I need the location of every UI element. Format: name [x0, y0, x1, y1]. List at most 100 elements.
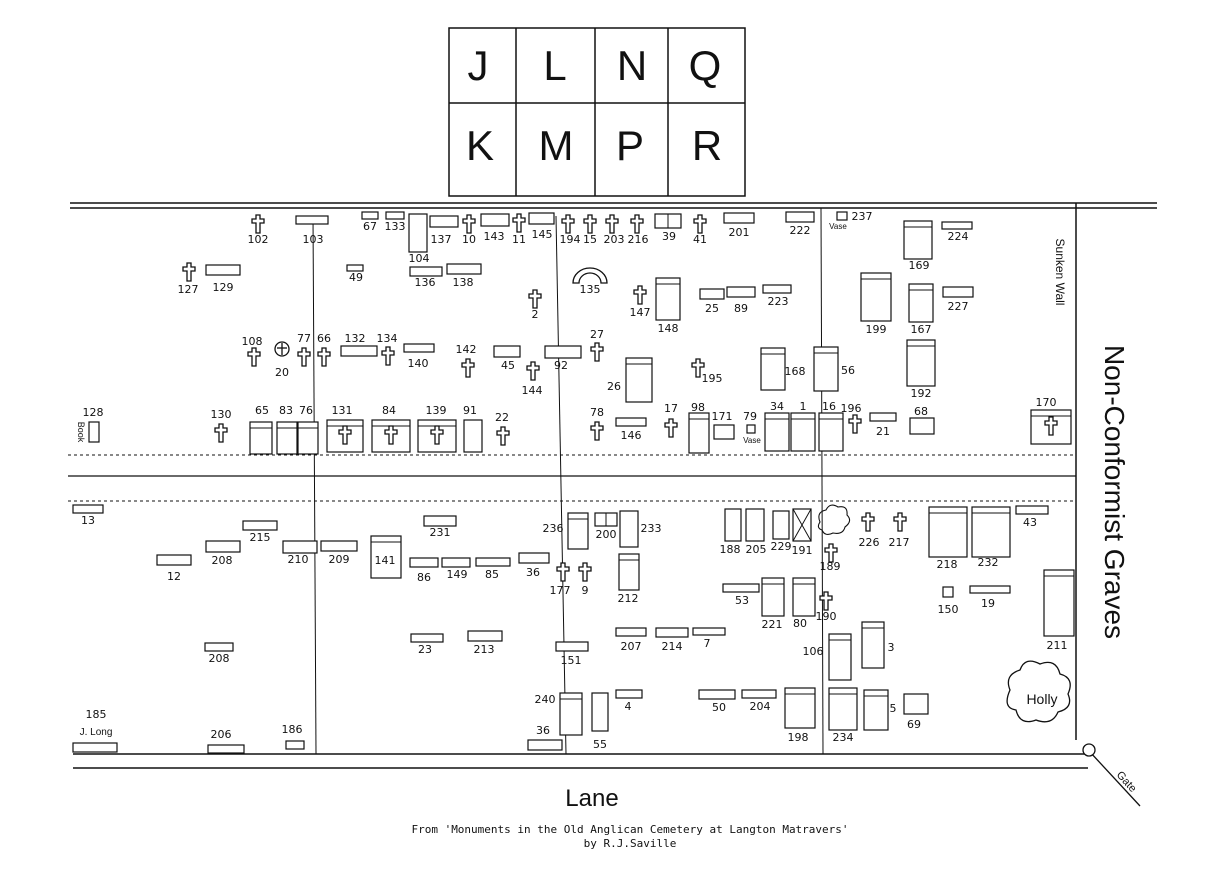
grave-92: 92: [544, 345, 582, 372]
grave-number: 150: [938, 603, 959, 616]
grave-65: 65: [249, 404, 273, 455]
grave-number: 227: [948, 300, 969, 313]
grave-number: 140: [408, 357, 429, 370]
grave-number: 23: [418, 643, 432, 656]
grave-108: 108: [242, 335, 263, 367]
grave-218: 218: [928, 506, 968, 571]
holly-tree: [1006, 660, 1071, 723]
grave-229: 229: [771, 510, 792, 553]
grave-number: 233: [641, 522, 662, 535]
grave-number: 141: [375, 554, 396, 567]
grave-22: 22: [495, 411, 510, 446]
grave-91: 91: [463, 404, 483, 453]
key-cell-r: R: [692, 122, 722, 169]
grave-212: 212: [618, 553, 640, 605]
grave-number: 145: [532, 228, 553, 241]
grave-240: 240: [535, 692, 583, 736]
grave-216: 216: [628, 214, 649, 246]
grave-84: 84: [371, 404, 411, 453]
book-label: Book: [76, 422, 86, 443]
grave-11: 11: [512, 213, 526, 246]
grave-26: 26: [607, 357, 653, 403]
grave-15: 15: [583, 214, 597, 246]
grave-4: 4: [615, 689, 643, 713]
grave-144: 144: [522, 361, 543, 397]
grave-number: 206: [211, 728, 232, 741]
grave-number: 203: [604, 233, 625, 246]
grave-number: 102: [248, 233, 269, 246]
grave-number: 56: [841, 364, 855, 377]
grave-217: 217: [889, 512, 910, 549]
grave-194: 194: [560, 214, 581, 246]
grave-number: 11: [512, 233, 526, 246]
grave-number: 21: [876, 425, 890, 438]
grave-128: 128: [83, 406, 104, 443]
grave-50: 50: [698, 689, 736, 714]
key-cell-n: N: [617, 42, 647, 89]
grave-number: 196: [841, 402, 862, 415]
grave-number: 68: [914, 405, 928, 418]
grave-number: 204: [750, 700, 771, 713]
grave-number: 39: [662, 230, 676, 243]
grave-number: 213: [474, 643, 495, 656]
grave-number: 131: [332, 404, 353, 417]
grave-number: 191: [792, 544, 813, 557]
grave-number: 222: [790, 224, 811, 237]
grave-number: 185: [86, 708, 107, 721]
grave-201: 201: [723, 212, 755, 239]
grave-231: 231: [423, 515, 457, 539]
grave-number: 26: [607, 380, 621, 393]
grave-number: 5: [890, 702, 897, 715]
grave-number: 130: [211, 408, 232, 421]
grave-188: 188: [720, 508, 742, 556]
grave-number: 189: [820, 560, 841, 573]
key-grid-letters: J L N Q K M P R: [466, 42, 722, 169]
grave-number: 91: [463, 404, 477, 417]
grave-3: 3: [861, 621, 895, 669]
grave-17: 17: [664, 402, 678, 438]
grave-number: 205: [746, 543, 767, 556]
grave-number: 199: [866, 323, 887, 336]
vase-label-237: Vase: [829, 222, 847, 231]
grave-number: 103: [303, 233, 324, 246]
grave-80: 80: [792, 577, 816, 630]
grave-number: 16: [822, 400, 836, 413]
grave-145: 145: [528, 212, 555, 241]
key-cell-p: P: [616, 122, 644, 169]
grave-211: 211: [1043, 569, 1075, 652]
grave-200: 200: [594, 512, 618, 541]
grave-10: 10: [462, 214, 476, 246]
key-cell-m: M: [539, 122, 574, 169]
key-cell-q: Q: [689, 42, 722, 89]
grave-number: 50: [712, 701, 726, 714]
grave-171: 171: [712, 410, 735, 440]
grave-130: 130: [211, 408, 232, 443]
grave-number: 3: [888, 641, 895, 654]
grave-49: 49: [346, 264, 364, 284]
grave-85: 85: [475, 557, 511, 581]
grave-136: 136: [409, 266, 443, 289]
grave-number: 78: [590, 406, 604, 419]
grave-number: 128: [83, 406, 104, 419]
boundaries: [68, 202, 1157, 807]
grave-167: 167: [908, 283, 934, 336]
grave-68: 68: [909, 405, 935, 435]
grave-195: 195: [691, 358, 723, 385]
grave-number: 7: [704, 637, 711, 650]
grave-number: 106: [803, 645, 824, 658]
grave-132: 132: [340, 332, 378, 357]
grave-137: 137: [429, 215, 459, 246]
grave-number: 186: [282, 723, 303, 736]
grave-number: 86: [417, 571, 431, 584]
grave-148: 148: [655, 277, 681, 335]
grave-83: 83: [276, 404, 298, 455]
grave-19: 19: [969, 585, 1011, 610]
grave-number: 108: [242, 335, 263, 348]
grave-209: 209: [320, 540, 358, 566]
grave-number: 138: [453, 276, 474, 289]
grave-199: 199: [860, 272, 892, 336]
grave-number: 218: [937, 558, 958, 571]
grave-number: 65: [255, 404, 269, 417]
grave-number: 192: [911, 387, 932, 400]
